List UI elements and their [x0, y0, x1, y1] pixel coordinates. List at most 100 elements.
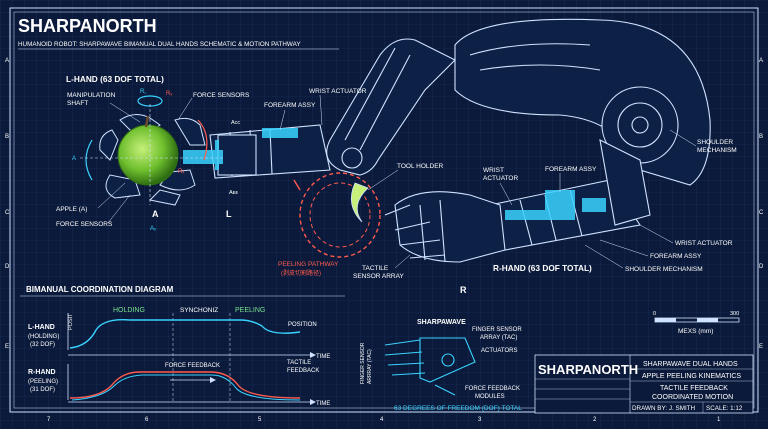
- frame-mark-bottom-2: 6: [145, 417, 149, 423]
- outer-frame: [9, 7, 759, 413]
- frame-mark-bottom-7: 1: [717, 417, 721, 423]
- rotation-arrows: [80, 95, 225, 205]
- frame-mark-left-4: D: [5, 264, 10, 270]
- r-hand-force-curve: [69, 371, 301, 399]
- peeling-pathway-label: PEELING PATHWAY: [278, 261, 339, 268]
- r-hand-label-2: (PEELING): [28, 379, 58, 385]
- axis-label: Rₓ: [178, 169, 184, 175]
- finger-sensor-label-2: ARRAY (TAC): [480, 335, 517, 341]
- title-block-scale: SCALE: 1:12: [706, 405, 743, 412]
- right-forearm-bottom-label: FOREARM ASSY: [650, 253, 702, 260]
- force-modules-label-1: FORCE FEEDBACK: [465, 386, 520, 392]
- leader-line: [669, 129, 697, 147]
- marker-r: R: [460, 285, 467, 295]
- holding-phase-label: HOLDING: [113, 307, 145, 314]
- hand-detail: SHARPAWAVE FINGER SENSOR ARRRAY (TAC) FI…: [360, 319, 522, 412]
- page-title: SHARPANORTH: [18, 16, 157, 36]
- right-forearm-top-label: FOREARM ASSY: [545, 166, 597, 173]
- frame-mark-right-1: A: [759, 58, 763, 64]
- left-wrist-actuator-label: WRIST ACTUATOR: [309, 88, 367, 95]
- dof-total-label: 63 DEGREES OF FREEDOM (DOF) TOTAL: [394, 405, 522, 412]
- l-hand-label-1: L-HAND: [28, 324, 55, 331]
- title-block-line2: APPLE PEELING KINEMATICS: [642, 373, 741, 380]
- actuators-label: ACTUATORS: [481, 348, 517, 354]
- shoulder-top-label-1: SHOULDER: [697, 139, 733, 146]
- axis-label: Rₓ: [166, 91, 172, 97]
- l-hand-label-2: (HOLDING): [28, 334, 59, 340]
- axis-label: Aᴄᴄ: [231, 120, 240, 126]
- l-hand-label-3: (32 DOF): [30, 342, 55, 348]
- title-block: SHARPANORTH SHARPAWAVE DUAL HANDS APPLE …: [534, 354, 754, 414]
- tactile-feedback-label-2: FEEDBACK: [287, 368, 319, 374]
- frame-mark-bottom-5: 3: [478, 417, 482, 423]
- peeling-phase-label: PEELING: [235, 307, 265, 314]
- right-shoulder-bottom-label: SHOULDER MECHANISM: [625, 266, 703, 273]
- r-hand-label-3: (31 DOF): [30, 387, 55, 393]
- frame-mark-left-2: B: [5, 134, 9, 140]
- inner-frame: [13, 11, 755, 409]
- frame-mark-right-3: C: [759, 210, 764, 216]
- tactile-label-1: TACTILE: [362, 265, 389, 272]
- leader-line: [319, 94, 323, 126]
- force-modules-label-2: MODULES: [475, 394, 505, 400]
- leader-line: [599, 239, 649, 257]
- right-wrist-actuator-bottom-label: WRIST ACTUATOR: [675, 240, 733, 247]
- scale-label: MEXS (mm): [678, 328, 713, 335]
- leader-line: [584, 244, 624, 269]
- r-hand-tactile-curve: [71, 374, 301, 401]
- axis-label: Aᴇᴇ: [229, 190, 238, 196]
- right-wrist-actuator-top-label-2: ACTUATOR: [483, 175, 518, 182]
- frame-mark-left-1: A: [5, 58, 9, 64]
- tactile-feedback-label-1: TACTILE: [287, 360, 311, 366]
- frame-mark-left-3: C: [5, 210, 10, 216]
- cyan-accents: [183, 128, 606, 220]
- coord-title: BIMANUAL COORDINATION DIAGRAM: [26, 285, 174, 294]
- axis-label: Aₓ: [150, 226, 156, 232]
- title-block-line1: SHARPAWAVE DUAL HANDS: [643, 361, 738, 368]
- frame-mark-right-5: E: [759, 344, 763, 350]
- title-block-line3: TACTILE FEEDBACK: [660, 385, 728, 392]
- leader-line: [107, 194, 131, 224]
- hand-detail-side-2: ARRRAY (TAC): [367, 349, 373, 384]
- right-hand-title: R-HAND (63 DOF TOTAL): [493, 263, 592, 273]
- frame-mark-bottom-1: 7: [47, 417, 51, 423]
- force-sensors-top-label: FORCE SENSORS: [193, 92, 250, 99]
- frame-mark-right-4: D: [759, 264, 764, 270]
- frame-mark-bottom-4: 4: [380, 417, 384, 423]
- marker-l: L: [226, 209, 232, 219]
- position-label: POSITION: [288, 322, 317, 328]
- title-block-drawn-by: DRAWN BY: J. SMITH: [632, 405, 696, 412]
- force-sensors-bottom-label: FORCE SENSORS: [56, 221, 113, 228]
- time-label-2: TIME: [316, 401, 330, 407]
- manipulation-shaft-label-2: SHAFT: [67, 100, 88, 107]
- force-feedback-label: FORCE FEEDBACK: [165, 363, 220, 369]
- leader-line: [639, 224, 674, 244]
- manipulation-shaft-label-1: MANIPULATION: [67, 92, 116, 99]
- leader-line: [279, 109, 286, 131]
- scale-bar: 0 300 MEXS (mm): [653, 311, 740, 335]
- title-block-line4: COORDINATED MOTION: [652, 394, 733, 401]
- apple-drawing: [117, 115, 179, 186]
- frame-mark-bottom-6: 2: [593, 417, 597, 423]
- time-label-1: TIME: [316, 354, 330, 360]
- r-hand-label-1: R-HAND: [28, 369, 56, 376]
- left-hand-title: L-HAND (63 DOF TOTAL): [66, 74, 164, 84]
- hand-detail-side-1: FINGER SENSOR: [360, 342, 366, 384]
- axis-label: A: [72, 156, 76, 162]
- frame-mark-right-2: B: [759, 134, 763, 140]
- tactile-label-2: SENSOR ARRAY: [353, 273, 404, 280]
- peeling-pathway-drawing: [293, 172, 381, 258]
- apple-label: APPLE (A): [56, 206, 87, 213]
- page-subtitle: HUMANOID ROBOT: SHARPAWAVE BIMANUAL DUAL…: [18, 41, 301, 48]
- leader-line: [177, 97, 193, 121]
- title-block-company: SHARPANORTH: [538, 362, 638, 377]
- finger-sensor-label-1: FINGER SENSOR: [472, 327, 522, 333]
- left-forearm-label: FOREARM ASSY: [264, 102, 316, 109]
- axis-label: R꜀: [140, 89, 146, 95]
- leader-line: [97, 182, 126, 209]
- scale-start: 0: [653, 311, 656, 317]
- scale-end: 300: [730, 311, 739, 317]
- shoulder-top-label-2: MECHANISM: [697, 147, 737, 154]
- peeled-slice-icon: [350, 182, 369, 223]
